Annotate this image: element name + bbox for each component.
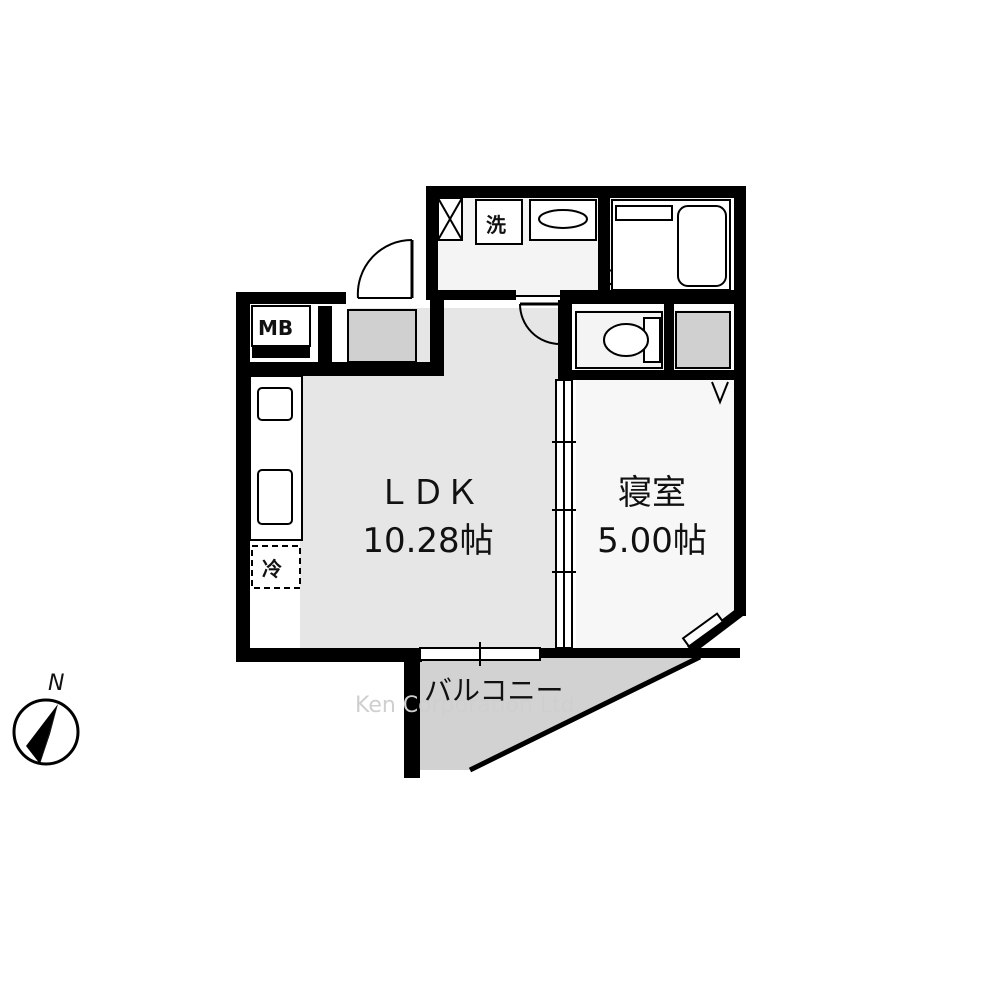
bathtub: [611, 199, 731, 291]
balcony-window: [419, 642, 541, 666]
bedroom-size: 5.00帖: [597, 521, 707, 561]
compass-icon: [12, 698, 80, 766]
ldk-floor: [300, 308, 558, 648]
washer-label: 洗: [486, 213, 506, 237]
balcony: [404, 648, 702, 778]
diagonal-wall: [686, 608, 744, 654]
walls: [236, 186, 746, 662]
kitchen-counter: [249, 375, 303, 541]
balcony-label: バルコニー: [424, 674, 563, 707]
compass-north-label: N: [48, 671, 64, 696]
meter-box: [251, 305, 311, 358]
fridge-space: [251, 545, 301, 589]
bedroom-closet: [675, 311, 731, 369]
entrance-door: [356, 238, 414, 299]
genkan-box: [347, 309, 417, 363]
watermark: Ken Corporation Ltd.: [355, 693, 582, 718]
bedroom-floor: [576, 378, 734, 648]
window-diagonal: [681, 612, 725, 648]
fridge-label: 冷: [262, 557, 282, 581]
bath-door: [510, 295, 561, 345]
closet-door-mark: [711, 381, 729, 405]
ldk-name: ＬＤＫ: [377, 473, 479, 513]
wash-basin: [529, 199, 597, 241]
sliding-partition: [552, 379, 576, 649]
ldk-size: 10.28帖: [362, 521, 493, 561]
bedroom-name: 寝室: [618, 473, 686, 513]
meter-box-label: MB: [258, 316, 293, 340]
toilet: [575, 311, 663, 369]
washer-space: [437, 197, 523, 245]
